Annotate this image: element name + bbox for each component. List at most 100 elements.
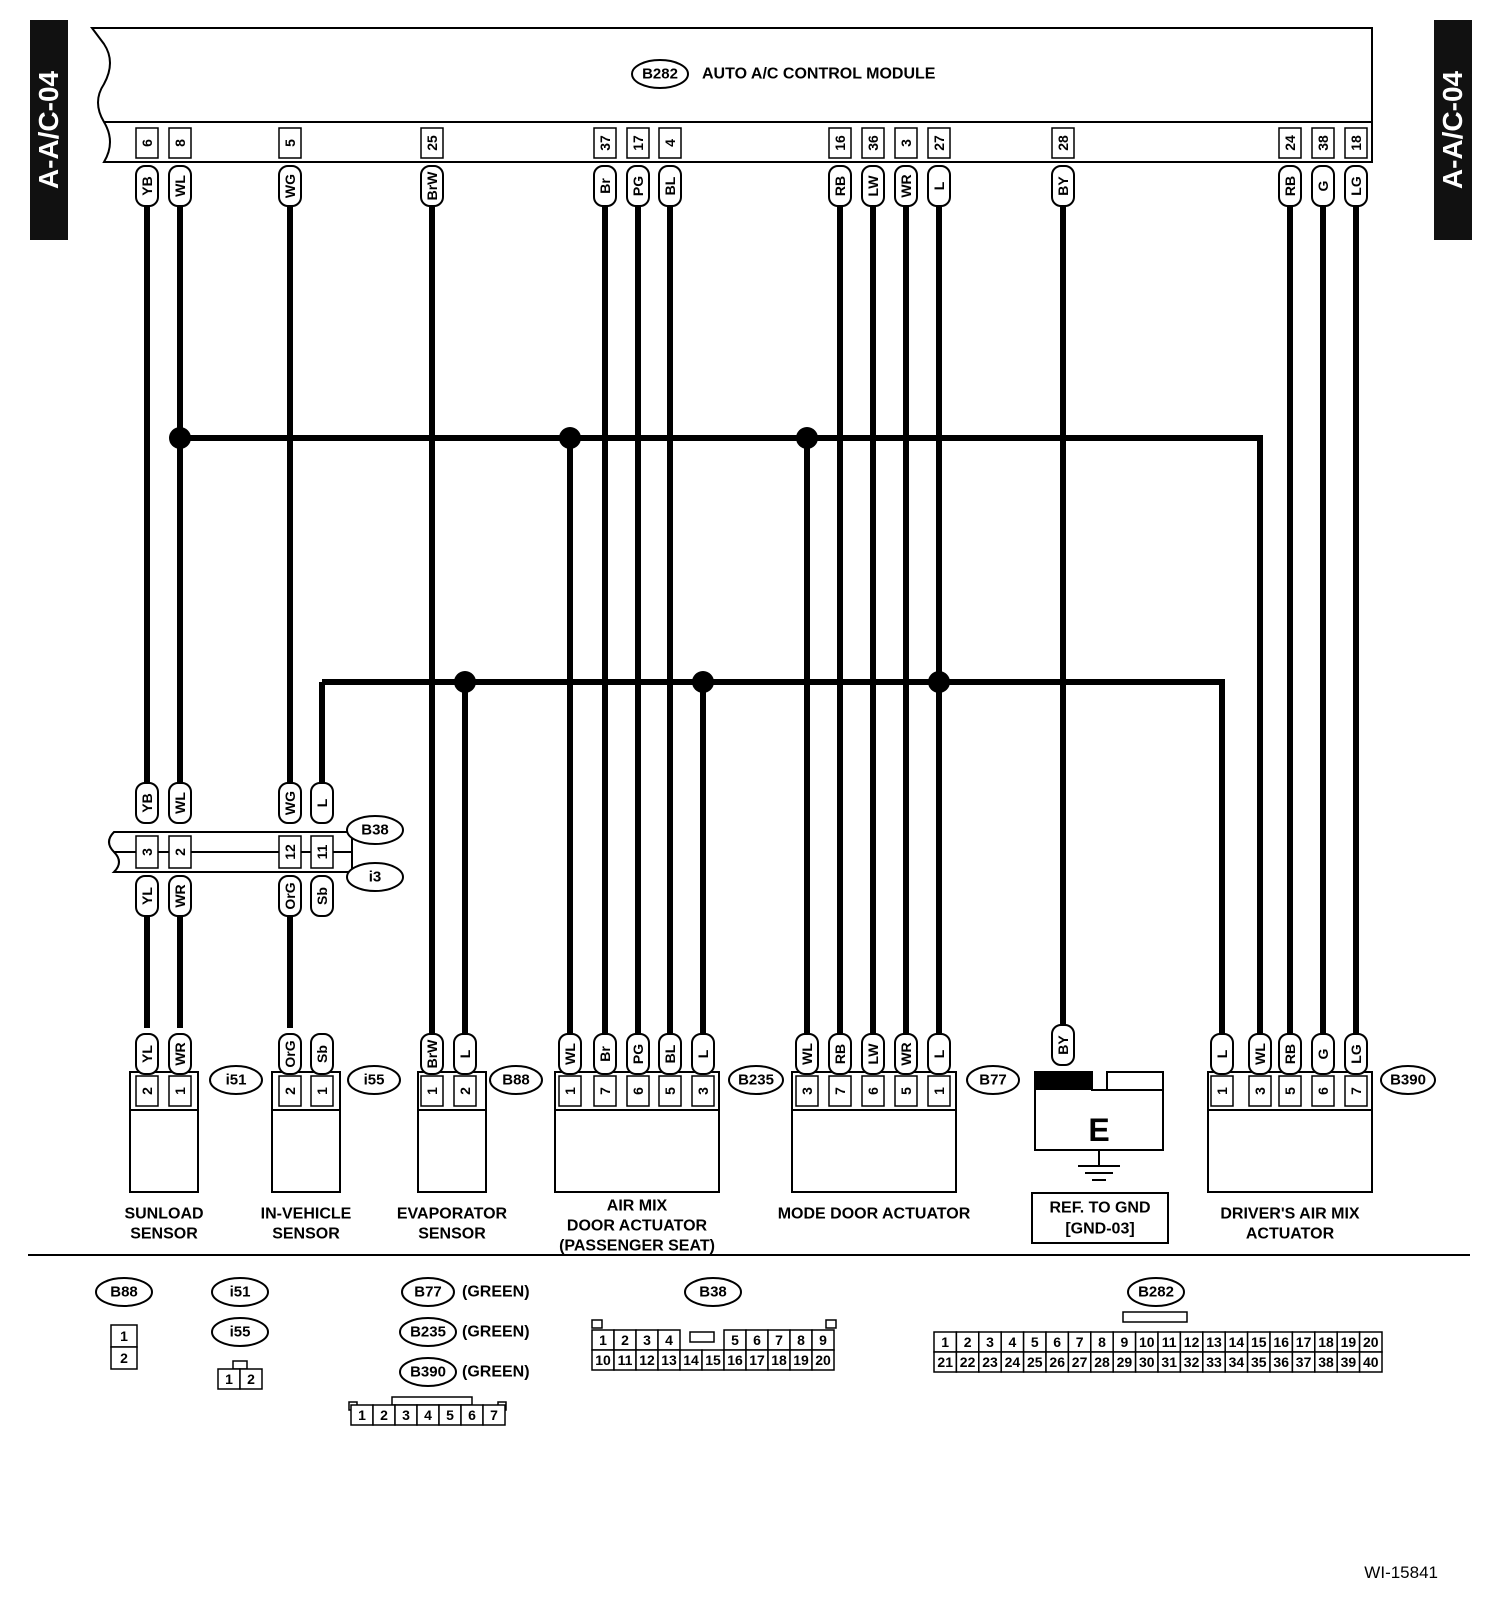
component-wire-tag bbox=[420, 1033, 444, 1075]
component-wire-color: LG bbox=[1348, 1044, 1364, 1064]
component-wire-color: L bbox=[1214, 1049, 1230, 1058]
component-pin-cell bbox=[894, 1075, 918, 1107]
bus-l-line bbox=[322, 679, 1225, 1068]
component-id-oval bbox=[966, 1065, 1020, 1095]
component-pin-number: 1 bbox=[931, 1087, 947, 1095]
legend-b282-row1-pin: 6 bbox=[1053, 1334, 1061, 1350]
legend-b38-oval bbox=[684, 1277, 742, 1307]
junction-pin-cell bbox=[135, 835, 159, 869]
legend-b282-row1-pin: 19 bbox=[1341, 1334, 1357, 1350]
component-label: DOOR ACTUATOR bbox=[567, 1218, 708, 1235]
legend-b282-row2-pin: 35 bbox=[1251, 1354, 1267, 1370]
component-wire-tag bbox=[626, 1033, 650, 1075]
module-pin-number: 4 bbox=[662, 139, 678, 147]
component-pin-cell bbox=[168, 1075, 192, 1107]
component-label: SUNLOAD bbox=[124, 1206, 203, 1223]
bus-wl-line bbox=[180, 435, 1263, 1068]
splice-dot-wl bbox=[796, 427, 818, 449]
junction-upper-wire-color: L bbox=[314, 798, 330, 807]
legend-b282-row1-pin: 13 bbox=[1206, 1334, 1222, 1350]
legend-b282-row1-pin: 11 bbox=[1162, 1334, 1177, 1350]
component-pin-number: 1 bbox=[1214, 1087, 1230, 1095]
junction-b38-oval bbox=[346, 815, 404, 845]
component-pin-number: 6 bbox=[865, 1087, 881, 1095]
legend-b38-row1-pin: 7 bbox=[775, 1332, 783, 1348]
component-id-label: i55 bbox=[364, 1072, 385, 1089]
component-wire-tag bbox=[168, 1033, 192, 1075]
legend-b38-label: B38 bbox=[699, 1284, 727, 1301]
ground-symbol-letter: E bbox=[1088, 1112, 1109, 1148]
junction-upper-wire-color: WL bbox=[172, 792, 188, 814]
legend-7pin-pin: 7 bbox=[490, 1407, 498, 1423]
component-wire-color: L bbox=[457, 1049, 473, 1058]
junction-pin-cell bbox=[310, 835, 334, 869]
module-pin-cell bbox=[861, 127, 885, 159]
legend-b282-row1-pin: 12 bbox=[1184, 1334, 1200, 1350]
component-wire-color: L bbox=[695, 1049, 711, 1058]
component-pin-number: 1 bbox=[172, 1087, 188, 1095]
junction-upper-wire-color: WG bbox=[282, 791, 298, 815]
legend-b38-row2-pin: 14 bbox=[683, 1352, 699, 1368]
legend-b282-row1-pin: 15 bbox=[1251, 1334, 1267, 1350]
legend-i51-pin: 1 bbox=[225, 1371, 233, 1387]
legend-b88-cell bbox=[110, 1346, 138, 1370]
component-id-oval bbox=[728, 1065, 784, 1095]
module-wire-color: BY bbox=[1055, 176, 1071, 196]
legend-b282-row1-pin: 16 bbox=[1273, 1334, 1289, 1350]
module-pin-number: 37 bbox=[597, 135, 613, 151]
legend-b38-row2-pin: 10 bbox=[595, 1352, 611, 1368]
legend-7pin-id-oval bbox=[399, 1317, 457, 1347]
legend-b282-row2-pin: 40 bbox=[1363, 1354, 1379, 1370]
legend-b282-row2-pin: 37 bbox=[1296, 1354, 1312, 1370]
module-pin-number: 24 bbox=[1282, 135, 1298, 151]
component-pin-number: 6 bbox=[630, 1087, 646, 1095]
legend-b38-row1-pin: 4 bbox=[665, 1332, 673, 1348]
figure-code: WI-15841 bbox=[1364, 1563, 1438, 1582]
component-id-oval bbox=[489, 1065, 543, 1095]
component-label: IN-VEHICLE bbox=[261, 1206, 352, 1223]
legend-i51-key bbox=[232, 1360, 248, 1370]
junction-lower-wire-tag bbox=[278, 875, 302, 917]
legend-b38-row2-cell bbox=[811, 1349, 835, 1371]
legend-7pin-key bbox=[391, 1396, 473, 1406]
module-pin-cell bbox=[927, 127, 951, 159]
component-wire-color: LW bbox=[865, 1043, 881, 1065]
module-pin-number: 36 bbox=[865, 135, 881, 151]
junction-pin-number: 11 bbox=[314, 844, 330, 859]
legend-7pin-color: (GREEN) bbox=[462, 1364, 530, 1381]
module-wire-color: WR bbox=[898, 174, 914, 197]
module-wire-tag bbox=[894, 165, 918, 207]
module-pin-cell bbox=[828, 127, 852, 159]
component-pin-cell bbox=[420, 1075, 444, 1107]
module-wire-tag bbox=[626, 165, 650, 207]
component-id-label: B235 bbox=[738, 1072, 774, 1089]
module-pin-number: 27 bbox=[931, 135, 947, 151]
legend-b38-row1-pin: 2 bbox=[621, 1332, 629, 1348]
module-wire-tag bbox=[1344, 165, 1368, 207]
module-connector-oval bbox=[631, 59, 689, 89]
component-wire-color: OrG bbox=[282, 1040, 298, 1067]
module-pin-number: 18 bbox=[1348, 135, 1364, 151]
component-pin-cell bbox=[278, 1075, 302, 1107]
legend-7pin-id-label: B235 bbox=[410, 1324, 446, 1341]
legend-b38-row2-pin: 18 bbox=[771, 1352, 787, 1368]
legend-b282-row2-pin: 27 bbox=[1072, 1354, 1088, 1370]
component-pin-number: 7 bbox=[832, 1087, 848, 1095]
legend-7pin-color: (GREEN) bbox=[462, 1324, 530, 1341]
component-wire-tag bbox=[795, 1033, 819, 1075]
junction-pin-cell bbox=[168, 835, 192, 869]
component-wire-tag bbox=[691, 1033, 715, 1075]
module-pin-cell bbox=[1051, 127, 1075, 159]
ground-wire-color: BY bbox=[1055, 1035, 1071, 1055]
component-wire-color: WL bbox=[562, 1043, 578, 1065]
component-wire-tag bbox=[310, 1033, 334, 1075]
module-wire-tag bbox=[927, 165, 951, 207]
module-pin-number: 6 bbox=[139, 139, 155, 147]
junction-lower-wire-tag bbox=[135, 875, 159, 917]
component-pin-cell bbox=[593, 1075, 617, 1107]
component-pin-cell bbox=[795, 1075, 819, 1107]
legend-b282-row2-pin: 24 bbox=[1005, 1354, 1021, 1370]
legend-b282-oval bbox=[1127, 1277, 1185, 1307]
component-label: MODE DOOR ACTUATOR bbox=[778, 1206, 971, 1223]
junction-lower-wire-color: WR bbox=[172, 884, 188, 907]
